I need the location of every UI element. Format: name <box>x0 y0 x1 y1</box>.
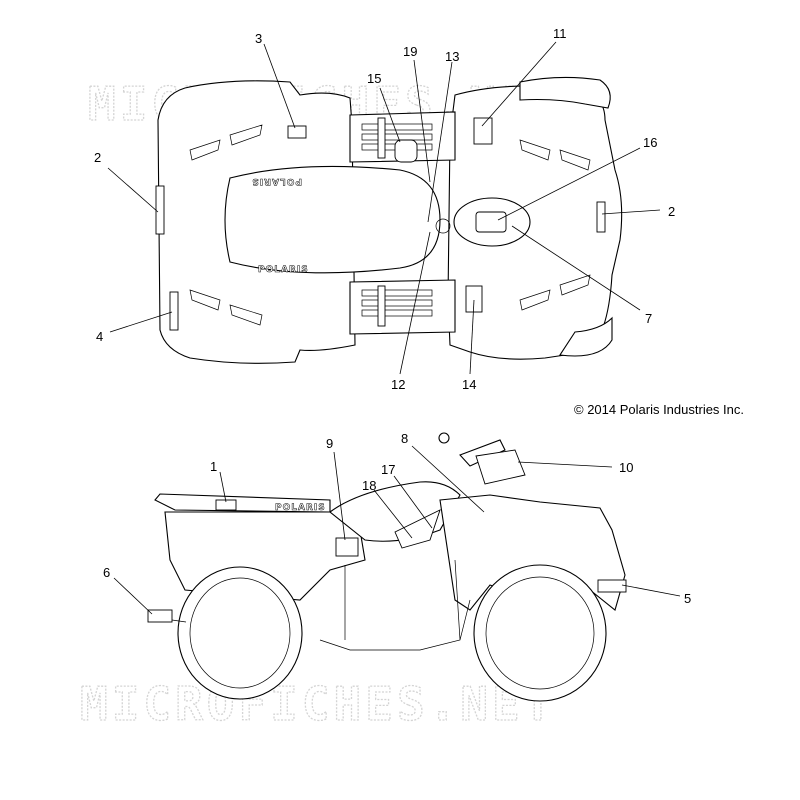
callout-7: 7 <box>645 311 652 326</box>
rear-wheel <box>177 566 303 700</box>
callout-4: 4 <box>96 329 103 344</box>
seat-logo-bottom: POLARIS <box>258 265 309 275</box>
decal-2-right <box>596 201 606 233</box>
callout-5: 5 <box>684 591 691 606</box>
decal-9 <box>335 537 359 557</box>
frame <box>319 559 471 651</box>
decal-4 <box>169 291 179 331</box>
watermark-bottom: MICROFICHES.NET <box>80 677 555 731</box>
callout-8: 8 <box>401 431 408 446</box>
callout-16: 16 <box>643 135 657 150</box>
callout-13: 13 <box>445 49 459 64</box>
decal-6 <box>147 609 173 623</box>
top-leader-lines <box>107 41 661 375</box>
atv-side-view: POLARIS <box>147 432 627 702</box>
rear-rack <box>154 493 331 513</box>
atv-top-view: POLARIS POLARIS <box>155 76 623 364</box>
callout-14: 14 <box>462 377 476 392</box>
handlebar-grip <box>438 432 450 444</box>
callout-1: 1 <box>210 459 217 474</box>
decal-3 <box>287 125 307 139</box>
handlebar <box>459 439 506 467</box>
seat <box>224 165 441 274</box>
front-tire-top <box>519 76 611 109</box>
callout-2-right: 2 <box>668 204 675 219</box>
callout-10: 10 <box>619 460 633 475</box>
decal-14 <box>465 285 483 313</box>
callout-12: 12 <box>391 377 405 392</box>
rear-rack-logo: POLARIS <box>275 503 326 513</box>
footrest-treads <box>361 117 433 327</box>
front-tire-bottom <box>559 316 613 357</box>
callout-15: 15 <box>367 71 381 86</box>
footrest-bottom <box>349 279 456 335</box>
callout-9: 9 <box>326 436 333 451</box>
gas-cap <box>435 218 451 234</box>
decal-15 <box>394 139 418 163</box>
side-leader-lines <box>113 445 681 623</box>
front-wheel <box>473 564 607 702</box>
callout-18: 18 <box>362 478 376 493</box>
decal-16 <box>475 211 507 233</box>
decal-18 <box>394 509 441 549</box>
decal-11 <box>473 117 493 145</box>
decal-5 <box>597 579 627 593</box>
decal-10 <box>475 449 526 485</box>
callout-17: 17 <box>381 462 395 477</box>
copyright-notice: © 2014 Polaris Industries Inc. <box>574 402 744 417</box>
callout-19: 19 <box>403 44 417 59</box>
footrest-top <box>349 111 456 163</box>
seat-logo-top: POLARIS <box>251 176 302 186</box>
callout-3: 3 <box>255 31 262 46</box>
decal-2-left <box>155 185 165 235</box>
fender-vents <box>189 124 591 326</box>
callout-6: 6 <box>103 565 110 580</box>
callout-2-left: 2 <box>94 150 101 165</box>
callout-11: 11 <box>553 26 567 41</box>
